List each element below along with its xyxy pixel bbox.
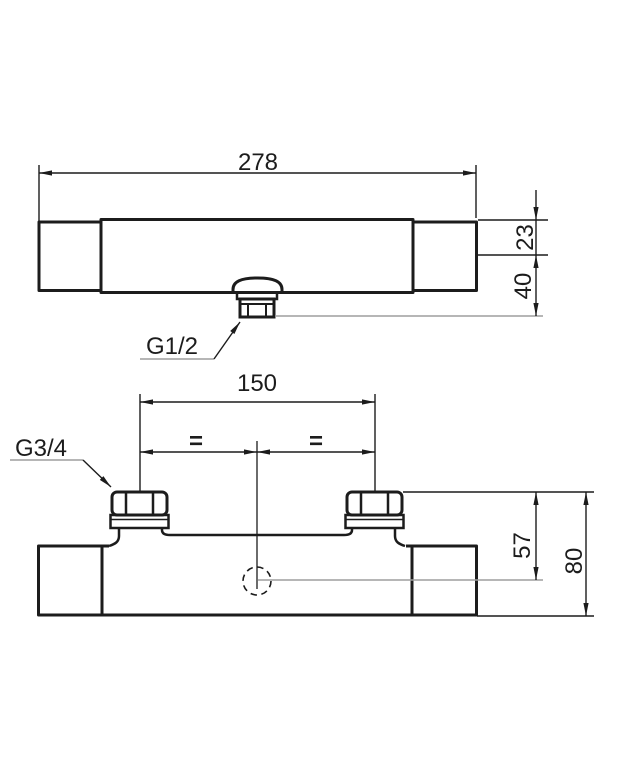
arrowhead <box>583 603 589 616</box>
shoulder-left-outer <box>108 527 121 548</box>
dimension-equal-spacing <box>140 449 375 455</box>
outlet-nut <box>238 297 276 319</box>
dim-label-outlet-depth: 40 <box>510 273 537 300</box>
plan-left-inlet-nut <box>109 490 170 530</box>
label-inlet-thread: G3/4 <box>15 435 67 462</box>
nut-body <box>110 490 169 517</box>
plan-view: 150 = = 57 <box>10 370 594 617</box>
arrowhead <box>362 449 375 455</box>
outlet-axis-circle <box>242 566 272 596</box>
dim-label-inlet-centers: 150 <box>237 370 277 397</box>
dimension-inlet-centers-150 <box>139 394 376 491</box>
front-body-left-cap <box>37 220 103 292</box>
arrowhead <box>140 399 153 405</box>
arrowhead <box>362 399 375 405</box>
front-outlet-connector <box>231 276 284 319</box>
nut-flange <box>109 513 170 530</box>
arrowhead <box>583 492 589 505</box>
dim-label-equal-left: = <box>189 428 203 455</box>
arrowhead <box>533 255 539 268</box>
nut-body <box>345 490 404 517</box>
dim-label-width: 278 <box>238 149 278 176</box>
dim-label-top-offset: 23 <box>512 224 539 251</box>
leader-inlet-thread <box>10 459 112 488</box>
shoulder-right-outer <box>393 527 406 548</box>
arrowhead <box>244 449 257 455</box>
arrowhead <box>230 322 240 334</box>
front-body-barrel <box>99 218 415 294</box>
arrowhead <box>533 492 539 505</box>
dimension-width-278 <box>38 165 477 221</box>
arrowhead <box>533 567 539 580</box>
dim-label-equal-right: = <box>309 428 323 455</box>
arrowhead <box>533 303 539 316</box>
label-outlet-thread: G1/2 <box>146 333 198 360</box>
front-body-right-cap <box>411 220 478 292</box>
leader-outlet-thread <box>140 321 241 360</box>
dim-label-outlet-center-depth: 57 <box>509 532 536 559</box>
dimension-stack-23-40 <box>275 190 548 317</box>
dim-label-overall-depth: 80 <box>561 548 588 575</box>
arrowhead <box>533 207 539 220</box>
front-view-body <box>37 218 478 294</box>
arrowhead <box>39 170 52 176</box>
arrowhead <box>99 476 111 487</box>
outlet-dome <box>231 276 284 292</box>
plan-body-left-cap <box>37 544 104 617</box>
front-view: 278 23 40 G1/2 <box>37 149 548 360</box>
nut-flange <box>344 513 405 530</box>
plan-right-inlet-nut <box>344 490 405 530</box>
arrowhead <box>463 170 476 176</box>
arrowhead <box>257 449 270 455</box>
dimension-stack-57-80 <box>258 491 594 617</box>
arrowhead <box>140 449 153 455</box>
